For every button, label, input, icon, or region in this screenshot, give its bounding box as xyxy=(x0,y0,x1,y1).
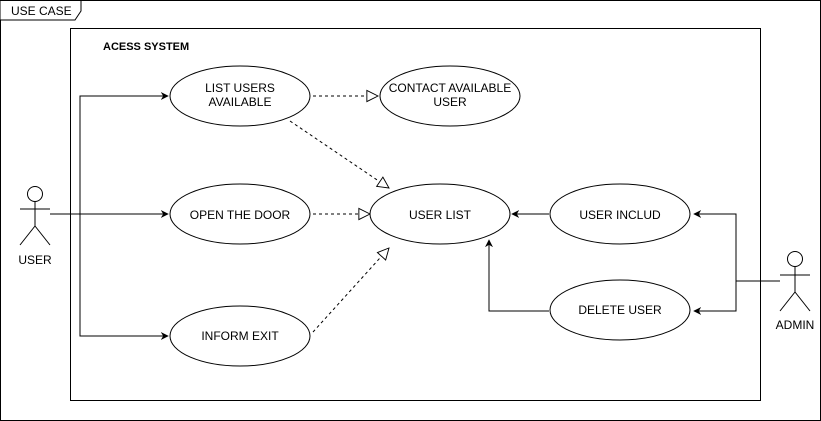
use-case-open-door[interactable]: OPEN THE DOOR xyxy=(169,183,311,245)
delete-user-to-user-list-connector xyxy=(485,239,549,312)
admin-actor-leg-left xyxy=(779,291,796,312)
use-case-contact-user-line-1: CONTACT AVAILABLE xyxy=(389,81,511,95)
admin-connectors xyxy=(485,210,780,315)
use-case-list-users-line-1: LIST USERS xyxy=(205,81,275,95)
use-case-delete-user[interactable]: DELETE USER xyxy=(549,279,691,341)
user-actor-label: USER xyxy=(18,253,52,267)
use-case-inform-exit[interactable]: INFORM EXIT xyxy=(169,305,311,367)
use-case-user-includ[interactable]: USER INCLUD xyxy=(549,183,691,245)
use-case-delete-user-label: DELETE USER xyxy=(578,303,662,317)
use-case-inform-exit-label: INFORM EXIT xyxy=(201,329,279,343)
use-case-list-users[interactable]: LIST USERS AVAILABLE xyxy=(169,65,311,127)
admin-actor[interactable] xyxy=(779,251,811,312)
user-connectors xyxy=(50,92,169,340)
use-case-user-list-label: USER LIST xyxy=(409,208,472,222)
admin-actor-leg-right xyxy=(794,291,811,312)
inform-exit-to-user-list-relation xyxy=(312,248,389,333)
list-users-to-user-list-relation xyxy=(289,120,389,188)
user-actor-leg-left xyxy=(19,225,36,246)
user-actor[interactable] xyxy=(19,186,51,246)
dashed-relations xyxy=(289,96,389,333)
use-case-user-list[interactable]: USER LIST xyxy=(369,183,511,245)
frame-label: USE CASE xyxy=(11,4,72,18)
use-case-list-users-line-2: AVAILABLE xyxy=(209,95,272,109)
system-title: ACESS SYSTEM xyxy=(103,41,189,53)
user-to-inform-exit-connector xyxy=(79,214,169,340)
admin-actor-label: ADMIN xyxy=(776,318,815,332)
use-case-user-includ-label: USER INCLUD xyxy=(579,208,661,222)
admin-to-delete-user-connector xyxy=(693,281,737,315)
use-case-open-door-label: OPEN THE DOOR xyxy=(190,208,291,222)
admin-to-user-includ-connector xyxy=(693,210,780,282)
user-actor-head xyxy=(27,186,43,202)
use-case-contact-user-line-2: USER xyxy=(433,95,467,109)
admin-actor-head xyxy=(787,251,803,267)
user-actor-leg-right xyxy=(34,225,51,246)
use-case-contact-user[interactable]: CONTACT AVAILABLE USER xyxy=(379,65,521,127)
